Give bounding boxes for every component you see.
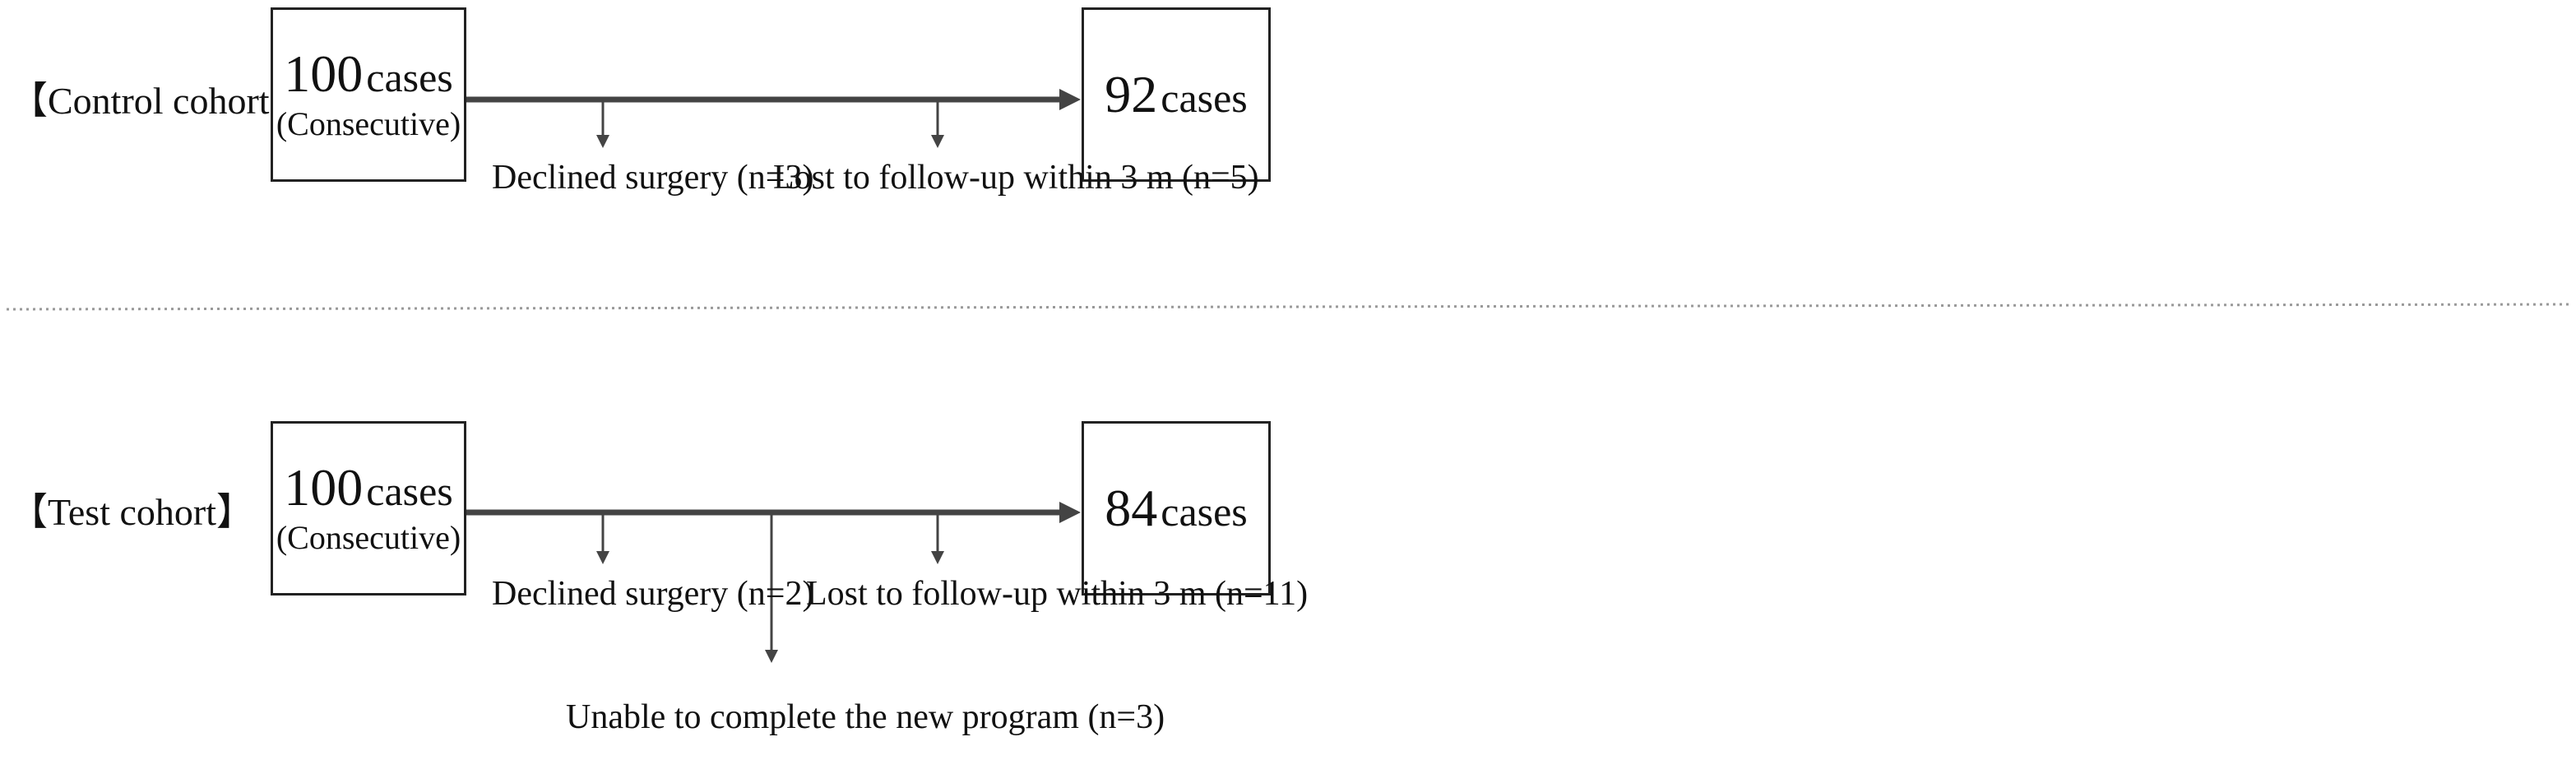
test-cohort-label: 【Test cohort】 (10, 491, 255, 533)
control-end-unit: cases (1161, 75, 1248, 122)
test-exclusion-arrowhead-1 (596, 551, 609, 564)
test-exclusion-declined: Declined surgery (n=2) (492, 575, 814, 613)
test-end-count: 84 (1105, 479, 1158, 538)
test-start-note: (Consecutive) (276, 519, 461, 557)
control-start-count-line: 100 cases (284, 46, 453, 101)
control-end-count: 92 (1105, 65, 1158, 124)
control-cohort-label: 【Control cohort】 (10, 80, 308, 122)
control-exclusion-arrowhead-2 (931, 135, 944, 148)
test-start-unit: cases (366, 467, 453, 514)
control-exclusion-arrowhead-1 (596, 135, 609, 148)
test-start-box: 100 cases (Consecutive) (271, 421, 466, 595)
test-main-arrowhead (1059, 502, 1081, 523)
control-start-box: 100 cases (Consecutive) (271, 7, 466, 182)
test-end-box: 84 cases (1082, 421, 1271, 595)
control-main-arrowhead (1059, 89, 1081, 110)
test-end-unit: cases (1161, 489, 1248, 535)
control-end-box: 92 cases (1082, 7, 1271, 182)
test-exclusion-arrowhead-3 (765, 650, 778, 663)
test-end-count-line: 84 cases (1105, 480, 1248, 535)
cohort-divider (6, 303, 2570, 311)
test-exclusion-unable: Unable to complete the new program (n=3) (566, 698, 1165, 736)
test-exclusion-lost: Lost to follow-up within 3 m (n=11) (806, 575, 1309, 613)
control-start-note: (Consecutive) (276, 105, 461, 143)
test-start-count: 100 (284, 457, 364, 517)
control-start-unit: cases (366, 53, 453, 100)
control-exclusion-lost: Lost to follow-up within 3 m (n=5) (773, 159, 1259, 197)
control-end-count-line: 92 cases (1105, 67, 1248, 122)
control-start-count: 100 (284, 44, 364, 103)
test-start-count-line: 100 cases (284, 460, 453, 515)
test-exclusion-arrowhead-2 (931, 551, 944, 564)
control-exclusion-declined: Declined surgery (n=3) (492, 159, 814, 197)
